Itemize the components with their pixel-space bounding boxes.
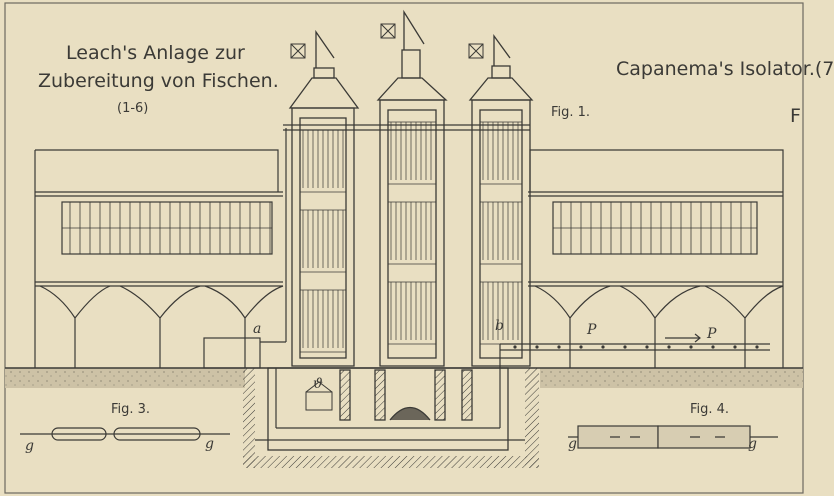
pipe-joint: [733, 345, 737, 349]
pipe-joint: [623, 345, 627, 349]
pipe-joint: [645, 345, 649, 349]
ground: [5, 367, 803, 468]
smoking-towers: [283, 9, 534, 367]
right-building-windows: [553, 202, 757, 254]
letter-theta: ϑ: [313, 376, 324, 392]
pipe-system: [203, 128, 770, 429]
letter-g1: g: [25, 438, 34, 454]
letter-g4: g: [748, 436, 757, 452]
pipe-marks: [513, 345, 759, 349]
letter-b: b: [495, 318, 504, 334]
ventilator-fan-icon: [290, 23, 484, 59]
left-building: [34, 149, 284, 368]
plate-title-line1: Leach's Anlage zur: [66, 42, 245, 64]
pipe-joint: [601, 345, 605, 349]
pipe-joint: [711, 345, 715, 349]
letter-p2: P: [707, 326, 717, 342]
plate-title-line2: Zubereitung von Fischen.: [38, 70, 279, 92]
right-plate-title: Capanema's Isolator.(7: [616, 58, 834, 80]
letter-a: a: [253, 321, 262, 337]
plate-border: [4, 2, 804, 494]
fish-racks: [300, 121, 522, 353]
fig3-pipe: [20, 427, 230, 441]
fig4-label: Fig. 4.: [690, 402, 730, 417]
furnace-cellar: [255, 367, 525, 451]
left-building-windows: [62, 202, 272, 254]
pipe-joint: [579, 345, 583, 349]
letter-g2: g: [205, 436, 214, 452]
pipe-joint: [513, 345, 517, 349]
furnace-icon: [305, 381, 333, 411]
letter-g3: g: [568, 436, 577, 452]
right-building: [528, 149, 784, 368]
technical-drawing: [4, 2, 804, 494]
pipe-joint: [689, 345, 693, 349]
engraving-plate: Leach's Anlage zur Zubereitung von Fisch…: [4, 2, 834, 494]
pipe-joint: [557, 345, 561, 349]
plate-title-range: (1-6): [117, 101, 149, 116]
fig3-label: Fig. 3.: [111, 402, 151, 417]
pipe-joint: [755, 345, 759, 349]
fig1-label: Fig. 1.: [551, 105, 591, 120]
pipe-joint: [667, 345, 671, 349]
letter-p1: P: [587, 322, 597, 338]
pipe-joint: [535, 345, 539, 349]
right-edge-letter: F: [790, 105, 801, 127]
fig4-block: [568, 425, 778, 449]
